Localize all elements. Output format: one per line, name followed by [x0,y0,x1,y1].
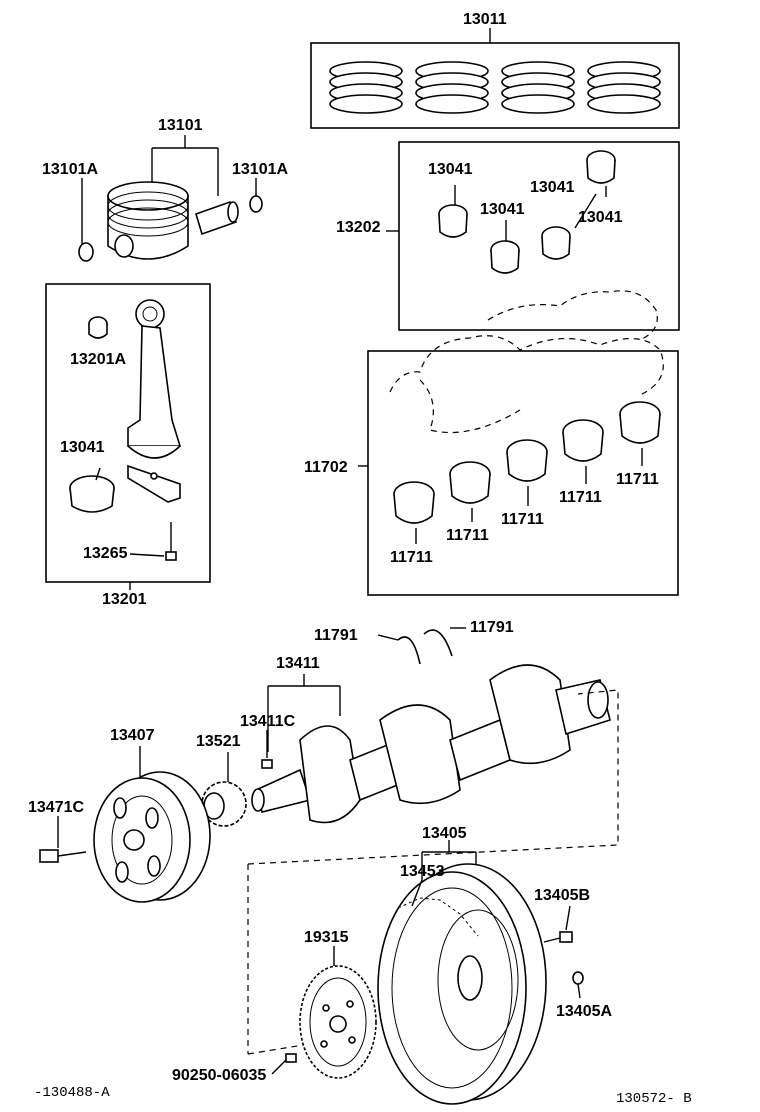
label-13405b: 13405B [534,887,590,904]
dowel-pin-icon [572,971,584,999]
pulley-bolt-icon [39,816,87,863]
footer-right-ref: 130572- B [616,1091,692,1107]
piston-ring-icon [415,61,489,114]
label-11791-b: 11791 [470,619,514,636]
thrust-washer-icon [377,634,421,665]
main-bearing-icon [562,419,604,462]
label-13101: 13101 [158,117,203,134]
main-bearing-set-box [358,350,679,596]
drive-plate-icon [299,946,377,1079]
piston-pin-icon [195,200,239,236]
thrust-washer-icon [423,627,466,657]
snap-ring-icon [78,178,94,262]
connecting-rod-box [45,283,211,590]
label-13101a-right: 13101A [232,161,288,178]
label-13411: 13411 [276,655,320,672]
piston-ring-icon [501,61,575,114]
label-13405: 13405 [422,825,467,842]
label-11702: 11702 [304,459,348,476]
piston-ring-set-box [310,28,680,129]
locating-pin-icon [285,1053,297,1063]
label-11711-a: 11711 [390,549,433,566]
label-13041-c: 13041 [530,179,575,196]
piston-ring-icon [329,61,403,114]
main-bearing-icon [393,481,435,524]
main-bearing-icon [506,439,548,482]
label-13453: 13453 [400,863,445,880]
rod-bolt-icon [129,522,177,561]
crankshaft-timing-gear-icon [201,752,247,827]
flywheel-icon [377,863,547,1105]
rod-bearing-set-box [386,141,680,331]
label-13202: 13202 [336,219,381,236]
rod-bearing-icon [586,150,616,184]
rod-bearing-icon [69,475,115,513]
label-13101a-left: 13101A [42,161,98,178]
label-13265: 13265 [83,545,128,562]
label-90250-06035: 90250-06035 [172,1067,266,1084]
flywheel-bolt-icon [543,905,573,943]
label-13041-b: 13041 [480,201,525,218]
label-13471c: 13471C [28,799,84,816]
rod-cap-icon [127,464,181,503]
piston-ring-icon [587,61,661,114]
flywheel-assembly [377,840,547,1105]
rod-bearing-icon [490,240,520,274]
crankshaft-pulley-icon [93,746,211,903]
piston-icon [107,181,189,260]
label-13041-a: 13041 [428,161,473,178]
label-19315: 19315 [304,929,349,946]
label-13041-rod: 13041 [60,439,105,456]
label-11711-d: 11711 [559,489,602,506]
label-13411c: 13411C [240,713,296,730]
label-13405a: 13405A [556,1003,612,1020]
crankshaft-assembly [251,664,611,824]
piston-assembly [78,135,263,262]
rod-bearing-icon [438,204,468,238]
label-13011: 13011 [463,11,507,28]
label-13407: 13407 [110,727,155,744]
label-13521: 13521 [196,733,241,750]
label-11711-b: 11711 [446,527,489,544]
snap-ring-icon [249,178,263,213]
connecting-rod-icon [127,299,182,459]
rod-bushing-icon [88,316,108,339]
label-13201: 13201 [102,591,147,608]
rod-bearing-icon [541,226,571,260]
label-11711-e: 11711 [616,471,659,488]
label-11791-a: 11791 [314,627,358,644]
label-13201a: 13201A [70,351,126,368]
label-11711-c: 11711 [501,511,544,528]
crankshaft-icon [251,664,611,824]
footer-left-ref: -130488-A [34,1085,110,1101]
main-bearing-icon [619,401,661,444]
label-13041-d: 13041 [578,209,623,226]
main-bearing-icon [449,461,491,504]
crankshaft-key-icon [261,759,273,769]
engine-block-outline [389,290,664,434]
